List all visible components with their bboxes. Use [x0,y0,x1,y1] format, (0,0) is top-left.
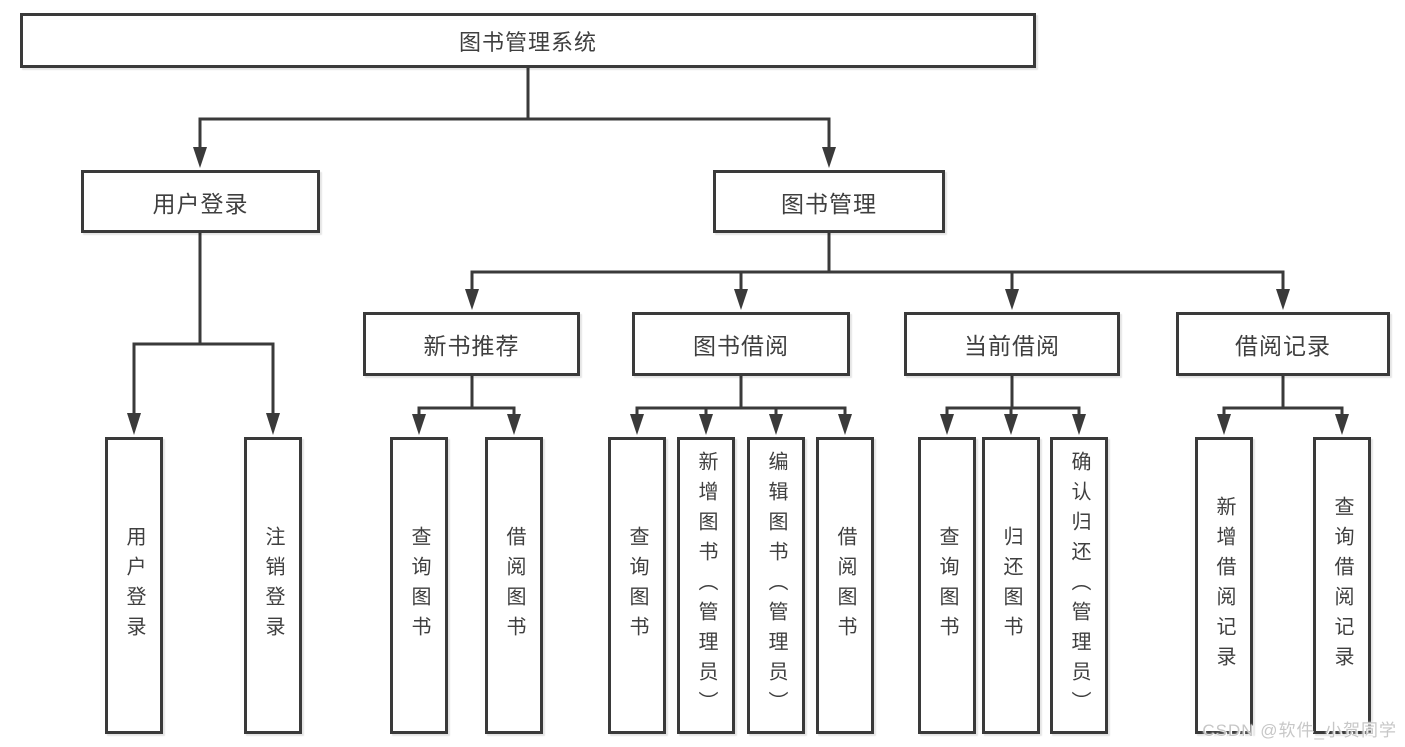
leaf-cb-return-books: 归还图书 [982,437,1040,734]
connector-segment [1222,406,1344,416]
node-borrow-records: 借阅记录 [1176,312,1390,376]
node-user-login: 用户登录 [81,170,320,233]
leaf-bb-borrow-books: 借阅图书 [816,437,874,734]
node-book-borrow-label: 图书借阅 [693,333,789,359]
connector-segment [470,270,1285,291]
leaf-nb-borrow-books-label: 借阅图书 [503,525,525,646]
leaf-bb-add-books-admin-label: 新增图书（管理员） [695,450,717,721]
leaf-bb-query-books: 查询图书 [608,437,666,734]
leaf-logout-label: 注销登录 [262,525,284,646]
down-arrow-icon [266,413,280,435]
connector-segment [945,406,1081,416]
node-current-borrow-label: 当前借阅 [964,333,1060,359]
node-new-book-rec: 新书推荐 [363,312,580,376]
node-book-borrow: 图书借阅 [632,312,850,376]
node-book-mgmt-label: 图书管理 [781,190,877,217]
leaf-br-add-record: 新增借阅记录 [1195,437,1253,734]
leaf-br-query-record: 查询借阅记录 [1313,437,1371,734]
node-user-login-label: 用户登录 [152,190,249,217]
leaf-bb-add-books-admin: 新增图书（管理员） [677,437,735,734]
leaf-nb-borrow-books: 借阅图书 [485,437,543,734]
node-root-label: 图书管理系统 [458,29,597,55]
connector-segment [198,117,831,150]
down-arrow-icon [822,147,836,168]
connector-paths [132,68,1344,416]
down-arrow-icon [1276,289,1290,310]
node-book-mgmt: 图书管理 [713,170,945,233]
connector-segment [635,406,847,416]
leaf-br-query-record-label: 查询借阅记录 [1331,495,1353,676]
leaf-user-login: 用户登录 [105,437,163,734]
leaf-nb-query-books-label: 查询图书 [408,525,430,646]
leaf-cb-return-books-label: 归还图书 [1000,525,1022,646]
node-root: 图书管理系统 [20,13,1036,68]
leaf-bb-borrow-books-label: 借阅图书 [834,525,856,646]
down-arrowheads [127,147,1349,435]
node-borrow-records-label: 借阅记录 [1235,333,1331,359]
down-arrow-icon [940,414,954,435]
leaf-bb-edit-books-admin: 编辑图书（管理员） [747,437,805,734]
down-arrow-icon [838,414,852,435]
leaf-cb-query-books-label: 查询图书 [936,525,958,646]
leaf-bb-query-books-label: 查询图书 [626,525,648,646]
down-arrow-icon [127,413,141,435]
down-arrow-icon [507,414,521,435]
down-arrow-icon [1217,414,1231,435]
down-arrow-icon [734,289,748,310]
csdn-watermark: CSDN @软件_小贺同学 [1202,721,1397,740]
leaf-cb-confirm-return-admin: 确认归还（管理员） [1050,437,1108,734]
node-new-book-rec-label: 新书推荐 [423,333,520,359]
connector-segment [132,342,275,416]
leaf-nb-query-books: 查询图书 [390,437,448,734]
down-arrow-icon [412,414,426,435]
down-arrow-icon [1335,414,1349,435]
down-arrow-icon [193,147,207,168]
down-arrow-icon [1004,414,1018,435]
down-arrow-icon [769,414,783,435]
leaf-bb-edit-books-admin-label: 编辑图书（管理员） [765,450,787,721]
down-arrow-icon [699,414,713,435]
down-arrow-icon [1072,414,1086,435]
connector-segment [417,406,516,416]
leaf-br-add-record-label: 新增借阅记录 [1213,495,1235,676]
down-arrow-icon [630,414,644,435]
down-arrow-icon [465,289,479,310]
leaf-cb-confirm-return-admin-label: 确认归还（管理员） [1068,450,1090,721]
down-arrow-icon [1005,289,1019,310]
leaf-user-login-label: 用户登录 [123,525,145,646]
node-current-borrow: 当前借阅 [904,312,1120,376]
leaf-cb-query-books: 查询图书 [918,437,976,734]
leaf-logout: 注销登录 [244,437,302,734]
